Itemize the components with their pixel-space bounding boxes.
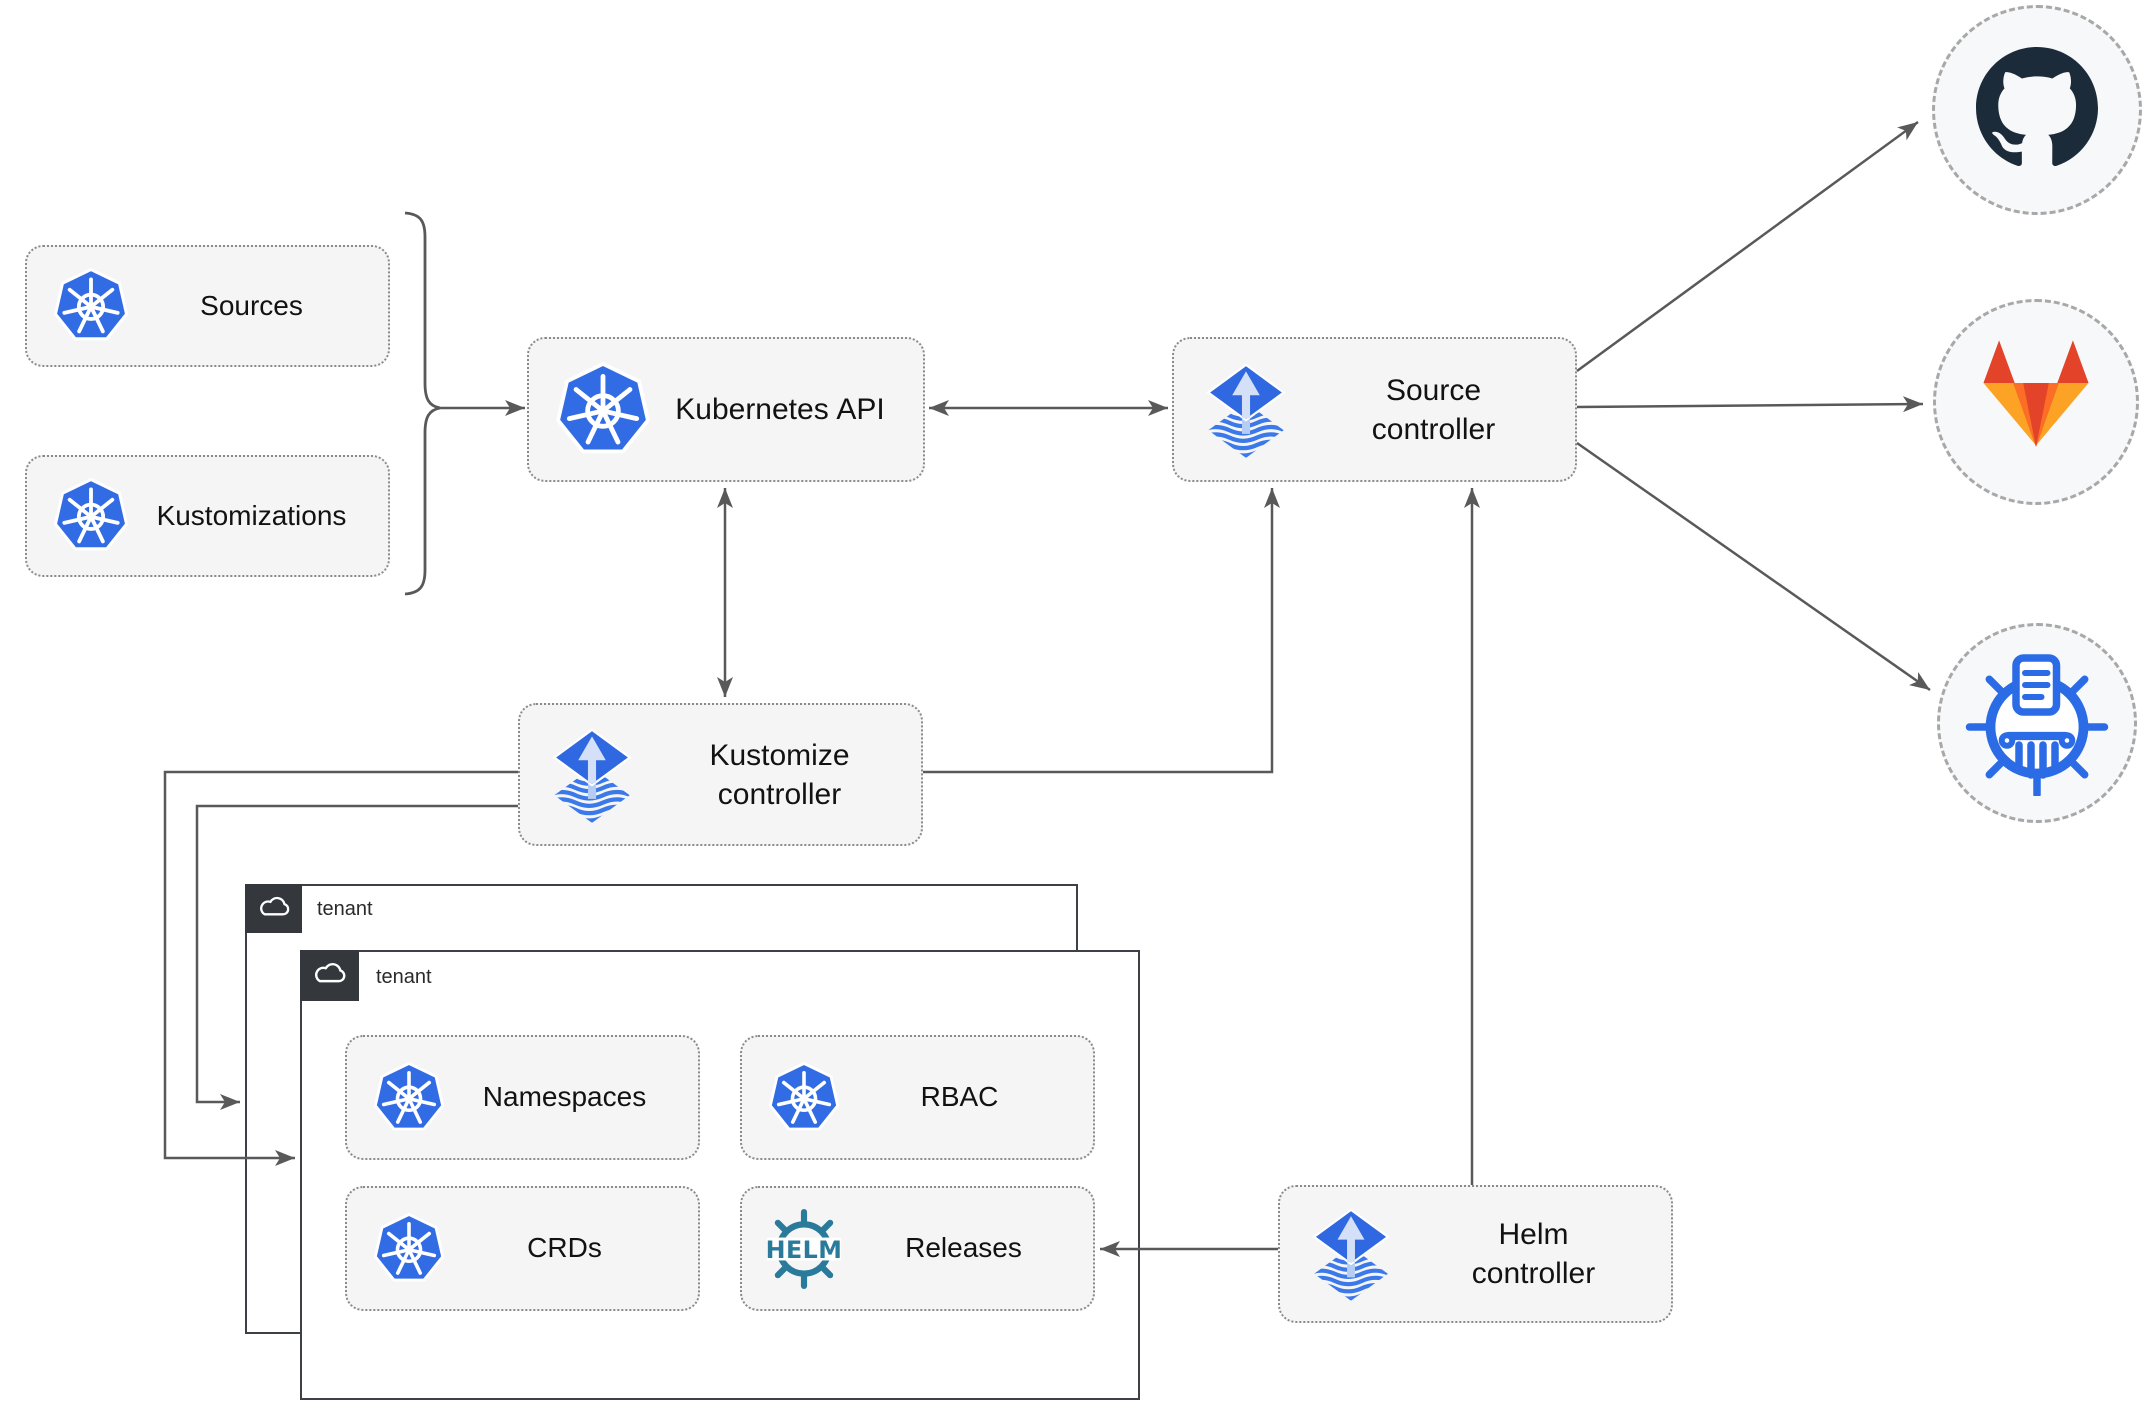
- node-label: Kubernetes API: [675, 393, 885, 426]
- flux-icon: [546, 727, 638, 823]
- sources-node: Sources: [25, 245, 390, 367]
- kubernetes-icon: [53, 478, 129, 554]
- flux-icon: [1306, 1207, 1396, 1301]
- node-label: RBAC: [920, 1081, 999, 1113]
- edge-source-controller-to-gitlab: [1576, 396, 1924, 413]
- kubernetes-api-node: Kubernetes API: [527, 337, 925, 482]
- node-label: Namespaces: [482, 1081, 647, 1113]
- kubernetes-icon: [53, 268, 129, 344]
- edge-source-controller-to-helm-repository: [1576, 441, 1931, 692]
- gitlab-icon: [1965, 336, 2107, 469]
- tenant-label: tenant: [317, 898, 373, 920]
- github-endpoint: [1932, 5, 2142, 215]
- helm-controller-node: Helm controller: [1278, 1185, 1673, 1323]
- tenant-label: tenant: [376, 966, 432, 988]
- crds-node: CRDs: [345, 1186, 700, 1311]
- releases-node: Releases: [740, 1186, 1095, 1311]
- tenant-badge: [245, 884, 302, 933]
- gitlab-endpoint: [1933, 299, 2139, 505]
- github-icon: [1976, 47, 2098, 174]
- node-label: Helm controller: [1471, 1218, 1596, 1290]
- kubernetes-icon: [768, 1062, 840, 1134]
- edge-brace: [404, 211, 441, 596]
- tenant-group-inner: tenant: [300, 950, 1140, 1400]
- node-label: Source controller: [1371, 373, 1496, 446]
- edge-source-controller-to-github: [1576, 120, 1919, 373]
- source-controller-node: Source controller: [1172, 337, 1577, 482]
- helm-repository-endpoint: [1937, 623, 2137, 823]
- edge-kustomize-controller-to-source-controller: [923, 488, 1280, 774]
- kustomizations-node: Kustomizations: [25, 455, 390, 577]
- kustomize-controller-node: Kustomize controller: [518, 703, 923, 846]
- node-label: Kustomizations: [156, 499, 347, 531]
- namespaces-node: Namespaces: [345, 1035, 700, 1160]
- cloud-icon: [311, 960, 348, 991]
- node-label: Releases: [905, 1232, 1022, 1264]
- rbac-node: RBAC: [740, 1035, 1095, 1160]
- node-label: CRDs: [527, 1232, 602, 1264]
- kubernetes-icon: [555, 362, 651, 458]
- node-label: Sources: [200, 289, 303, 321]
- flux-icon: [1200, 362, 1292, 458]
- helm-repository-icon: [1962, 646, 2112, 801]
- node-label: Kustomize controller: [709, 738, 850, 811]
- cloud-icon: [256, 894, 292, 924]
- kubernetes-icon: [373, 1213, 445, 1285]
- helm-wheel-icon: [760, 1205, 848, 1293]
- tenant-badge: [300, 950, 359, 1001]
- kubernetes-icon: [373, 1062, 445, 1134]
